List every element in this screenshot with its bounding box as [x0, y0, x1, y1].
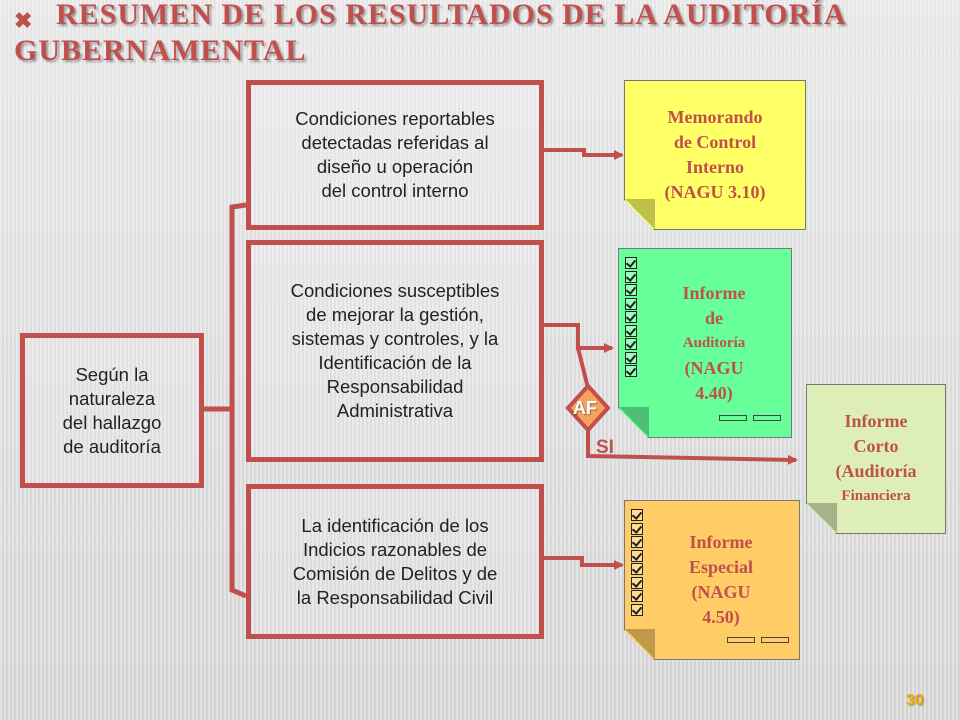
- decision-label: AF: [573, 398, 597, 418]
- checkbox-icon: [625, 257, 637, 269]
- especial-line-2: Especial: [688, 557, 753, 577]
- arrow-informe-corto: [586, 426, 798, 465]
- checkbox-icon: [625, 271, 637, 283]
- condition-box-delitos: La identificación de los Indicios razona…: [246, 484, 544, 639]
- checkbox-icon: [625, 325, 637, 337]
- checkbox-icon: [631, 590, 643, 602]
- checkbox-icon: [631, 536, 643, 548]
- condition-text-2: Condiciones susceptibles de mejorar la g…: [290, 280, 500, 421]
- memo-line-4: (NAGU 3.10): [664, 182, 766, 202]
- corto-line-3: (Auditoría: [835, 461, 917, 481]
- checkbox-icon: [631, 509, 643, 521]
- auditoria-line-1: Informe: [682, 282, 746, 303]
- decision-diamond: [565, 383, 611, 433]
- checkbox-icon: [631, 550, 643, 562]
- title-line-2: GUBERNAMENTAL: [14, 34, 307, 67]
- condition-box-control-interno: Condiciones reportables detectadas refer…: [246, 80, 544, 230]
- especial-line-1: Informe: [689, 532, 753, 552]
- document-informe-corto: Informe Corto (Auditoría Financiera: [806, 384, 946, 534]
- checkbox-icon: [625, 311, 637, 323]
- checkbox-icon: [631, 563, 643, 575]
- signature-lines: [727, 637, 789, 643]
- checkbox-icon: [625, 365, 637, 377]
- condition-text-3: La identificación de los Indicios razona…: [292, 514, 498, 608]
- source-box-text: Según la naturaleza del hallazgo de audi…: [62, 363, 162, 457]
- checkbox-icon: [625, 298, 637, 310]
- document-informe-auditoria: Informe de Auditoría (NAGU 4.40): [618, 248, 792, 438]
- auditoria-line-4: (NAGU: [684, 357, 744, 378]
- arrow-informe-auditoria: [540, 323, 614, 353]
- memo-line-2: de Control: [673, 132, 757, 152]
- title-line-1: RESUMEN DE LOS RESULTADOS DE LA AUDITORÍ…: [56, 0, 847, 31]
- condition-box-gestion: Condiciones susceptibles de mejorar la g…: [246, 240, 544, 462]
- checkbox-icon: [625, 338, 637, 350]
- checklist-icon: [625, 257, 637, 379]
- page-number: 30: [906, 692, 924, 709]
- auditoria-line-5: 4.40): [695, 382, 733, 403]
- checkbox-icon: [631, 604, 643, 616]
- corto-line-4: Financiera: [841, 488, 911, 504]
- memo-line-3: Interno: [686, 157, 744, 177]
- checkbox-icon: [625, 284, 637, 296]
- corto-line-1: Informe: [844, 411, 908, 431]
- connector-bracket: [229, 202, 247, 599]
- arrow-memo: [540, 148, 624, 160]
- especial-line-3: (NAGU: [691, 582, 751, 602]
- signature-lines: [719, 415, 781, 421]
- branch-label: SI: [596, 437, 614, 458]
- checkbox-icon: [631, 523, 643, 535]
- source-box: Según la naturaleza del hallazgo de audi…: [20, 333, 204, 488]
- checklist-icon: [631, 509, 643, 617]
- document-memorando: Memorando de Control Interno (NAGU 3.10): [624, 80, 806, 230]
- memo-line-1: Memorando: [667, 107, 763, 127]
- auditoria-line-2: de: [705, 307, 723, 328]
- document-informe-especial: Informe Especial (NAGU 4.50): [624, 500, 800, 660]
- corto-line-2: Corto: [853, 436, 899, 456]
- x-mark-icon: ✖: [14, 8, 33, 33]
- checkbox-icon: [631, 577, 643, 589]
- auditoria-line-3: Auditoría: [682, 334, 746, 351]
- condition-text-1: Condiciones reportables detectadas refer…: [295, 108, 495, 201]
- especial-line-4: 4.50): [702, 607, 740, 627]
- connector-af: [576, 347, 590, 389]
- checkbox-icon: [625, 352, 637, 364]
- arrow-informe-especial: [540, 556, 624, 570]
